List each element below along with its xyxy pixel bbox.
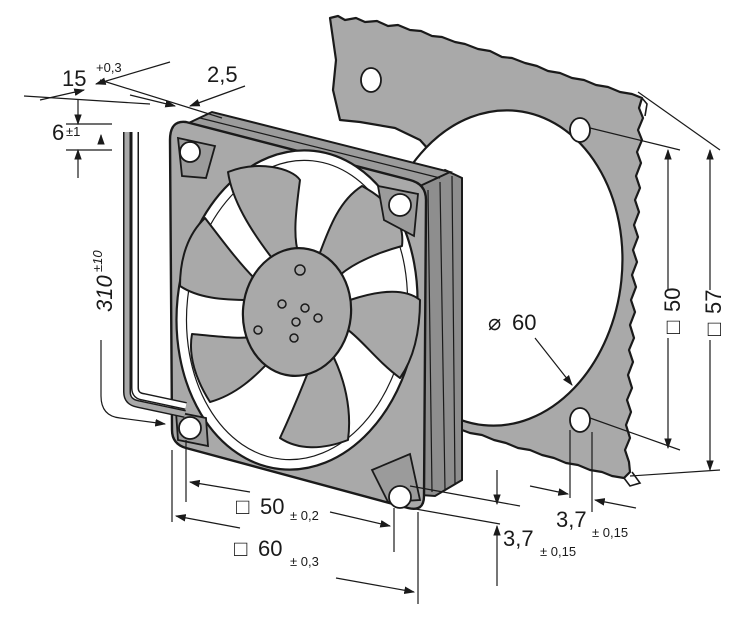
wire-length-value: 310 xyxy=(92,275,117,312)
hole-dia-fan-tolerance: ± 0,15 xyxy=(540,544,576,559)
dimension-lines xyxy=(23,61,721,604)
cutout-hole-spacing-value: 50 xyxy=(660,288,685,312)
blade-6 xyxy=(179,217,257,301)
fan-hub xyxy=(241,247,353,377)
depth-tolerance: +0,3 xyxy=(96,60,122,75)
bore-symbol: ⌀ xyxy=(488,310,501,335)
wire-offset-value: 6 xyxy=(52,120,64,145)
hole-spacing-symbol: □ xyxy=(236,494,249,519)
hole-spacing-value: 50 xyxy=(260,494,284,519)
wire-offset-tolerance: ±1 xyxy=(66,124,80,139)
dimension-labels: 15 +0,3 2,5 6 ±1 310 ±10 ⌀ 60 □ 50 □ 57 … xyxy=(52,60,726,569)
depth-value: 15 xyxy=(62,66,86,91)
panel-hole-top-left xyxy=(360,67,382,93)
fan-size-tolerance: ± 0,3 xyxy=(290,554,319,569)
hub-holes xyxy=(253,264,323,343)
fan-corners xyxy=(175,136,422,509)
blade-1 xyxy=(227,165,301,263)
fan-hole-top-left xyxy=(179,141,201,163)
cutout-hole-spacing-symbol: □ xyxy=(660,321,685,334)
cutout-size-value: 57 xyxy=(701,290,726,314)
lead-wires xyxy=(123,132,187,418)
fan-hole-bottom-left xyxy=(178,416,202,440)
fan-hole-bottom-right xyxy=(388,485,412,509)
blade-4 xyxy=(279,349,351,449)
panel-hole-top-right xyxy=(569,117,591,143)
fan xyxy=(168,110,463,510)
hole-spacing-tolerance: ± 0,2 xyxy=(290,508,319,523)
bore-value: 60 xyxy=(512,310,536,335)
fan-size-symbol: □ xyxy=(234,536,247,561)
hole-dia-cutout-tolerance: ± 0,15 xyxy=(592,525,628,540)
blade-3 xyxy=(347,290,421,379)
hole-dia-fan-value: 3,7 xyxy=(503,526,534,551)
wire-length-tolerance: ±10 xyxy=(90,250,105,272)
flange-value: 2,5 xyxy=(207,62,238,87)
panel-hole-bottom-right xyxy=(569,407,591,433)
cutout-size-symbol: □ xyxy=(701,323,726,336)
panel-edge xyxy=(623,97,648,487)
fan-size-value: 60 xyxy=(258,536,282,561)
fan-hole-top-right xyxy=(388,193,412,217)
hole-dia-cutout-value: 3,7 xyxy=(556,507,587,532)
